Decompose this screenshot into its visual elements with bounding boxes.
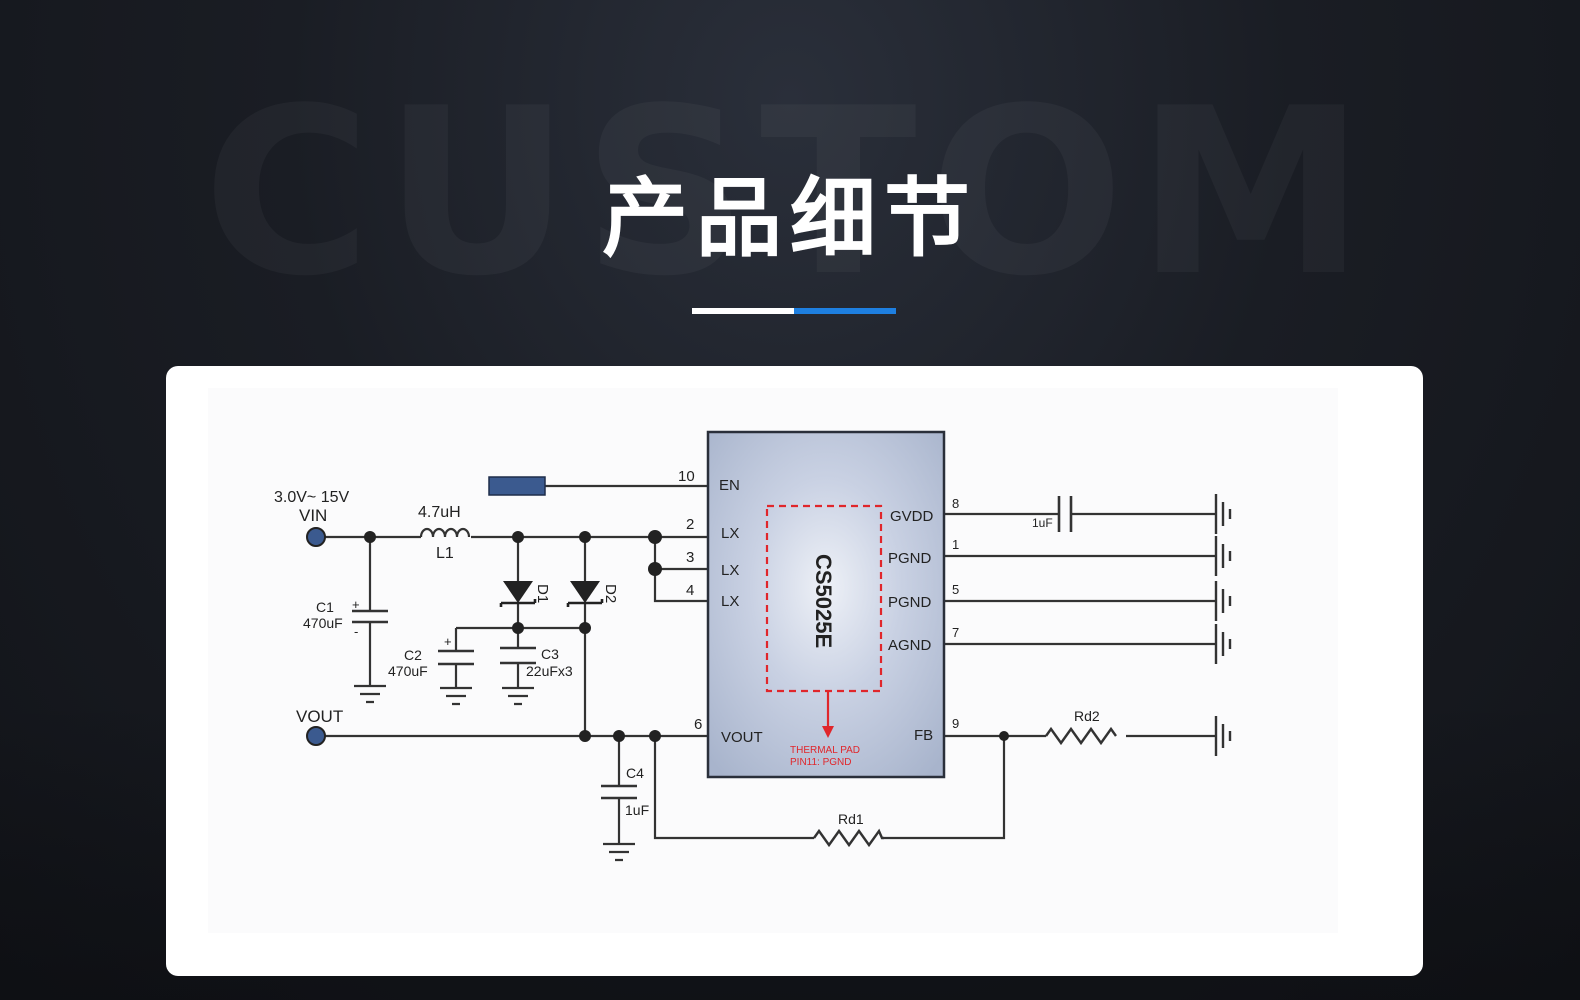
c3-name-label: C3: [541, 646, 559, 662]
pin-number-agnd: 7: [952, 625, 959, 640]
c4-value-label: 1uF: [625, 802, 649, 818]
c1-minus-label: -: [354, 624, 358, 639]
chip-name-label: CS5025E: [811, 554, 836, 648]
c1-name-label: C1: [316, 599, 334, 615]
c4-name-label: C4: [626, 765, 644, 781]
pin-number-gvdd: 8: [952, 496, 959, 511]
title-underline: [692, 308, 896, 314]
schematic-card: 3.0V~ 15V VIN VOUT 4.7uH L1 C1 470uF + -…: [166, 366, 1423, 976]
ground-pgnd1-icon: [1214, 536, 1232, 576]
ground-c3-icon: [502, 686, 534, 706]
pin-number-pgnd5: 5: [952, 582, 959, 597]
pin-label-fb: FB: [914, 727, 933, 744]
ground-rd2-icon: [1214, 716, 1232, 756]
underline-white-segment: [692, 308, 794, 314]
pin-label-agnd: AGND: [888, 637, 932, 654]
ground-c1-icon: [354, 684, 386, 704]
vin-range-label: 3.0V~ 15V: [274, 489, 350, 506]
pin-label-pgnd5: PGND: [888, 594, 932, 611]
thermal-pad-label-line1: THERMAL PAD: [790, 745, 860, 756]
pin-label-vout: VOUT: [721, 729, 763, 746]
vout-label: VOUT: [296, 707, 343, 726]
ground-agnd-icon: [1214, 624, 1232, 664]
rd1-label: Rd1: [838, 811, 864, 827]
pin-number-lx4: 4: [686, 582, 694, 599]
circuit-schematic: 3.0V~ 15V VIN VOUT 4.7uH L1 C1 470uF + -…: [208, 388, 1338, 933]
c1-plus-label: +: [352, 597, 360, 612]
d2-label: D2: [602, 584, 619, 603]
vin-terminal: [306, 527, 326, 547]
pin-label-gvdd: GVDD: [890, 508, 934, 525]
pin-label-pgnd1: PGND: [888, 550, 932, 567]
resistor-rd2: [1045, 726, 1117, 746]
ground-c2-icon: [440, 686, 472, 706]
en-control-block: [488, 476, 546, 496]
page-title: 产品细节: [602, 169, 978, 269]
pin-number-fb: 9: [952, 716, 959, 731]
inductor-l1: [419, 527, 471, 538]
c3-value-label: 22uFx3: [526, 663, 573, 679]
ground-c4-icon: [603, 842, 635, 862]
pin-label-lx3: LX: [721, 562, 739, 579]
gvdd-cap-label: 1uF: [1032, 516, 1053, 530]
vout-terminal: [306, 726, 326, 746]
diode-d1: [499, 581, 537, 607]
ground-pgnd5-icon: [1214, 581, 1232, 621]
pin-number-vout: 6: [694, 716, 702, 733]
pin-label-lx2: LX: [721, 525, 739, 542]
c2-name-label: C2: [404, 647, 422, 663]
c2-plus-label: +: [444, 634, 452, 649]
inductor-value-label: 4.7uH: [418, 504, 461, 521]
ground-gvdd-icon: [1214, 494, 1232, 534]
c2-value-label: 470uF: [388, 663, 428, 679]
rd2-label: Rd2: [1074, 708, 1100, 724]
thermal-pad-label-line2: PIN11: PGND: [790, 757, 852, 768]
resistor-rd1: [813, 828, 884, 848]
vin-label: VIN: [299, 506, 327, 525]
c1-value-label: 470uF: [303, 615, 343, 631]
pin-label-en: EN: [719, 477, 740, 494]
underline-blue-segment: [794, 308, 896, 314]
thermal-pad-outline: [765, 504, 883, 693]
pin-number-pgnd1: 1: [952, 537, 959, 552]
ic-chip-body: [706, 430, 946, 779]
thermal-pad-arrowhead: [822, 726, 834, 738]
pin-number-en: 10: [678, 468, 695, 485]
pin-number-lx3: 3: [686, 549, 694, 566]
diode-d2: [566, 581, 604, 607]
pin-number-lx2: 2: [686, 516, 694, 533]
inductor-name-label: L1: [436, 545, 454, 562]
d1-label: D1: [534, 584, 551, 603]
pin-label-lx4: LX: [721, 593, 739, 610]
junction-dots: [364, 530, 1009, 742]
